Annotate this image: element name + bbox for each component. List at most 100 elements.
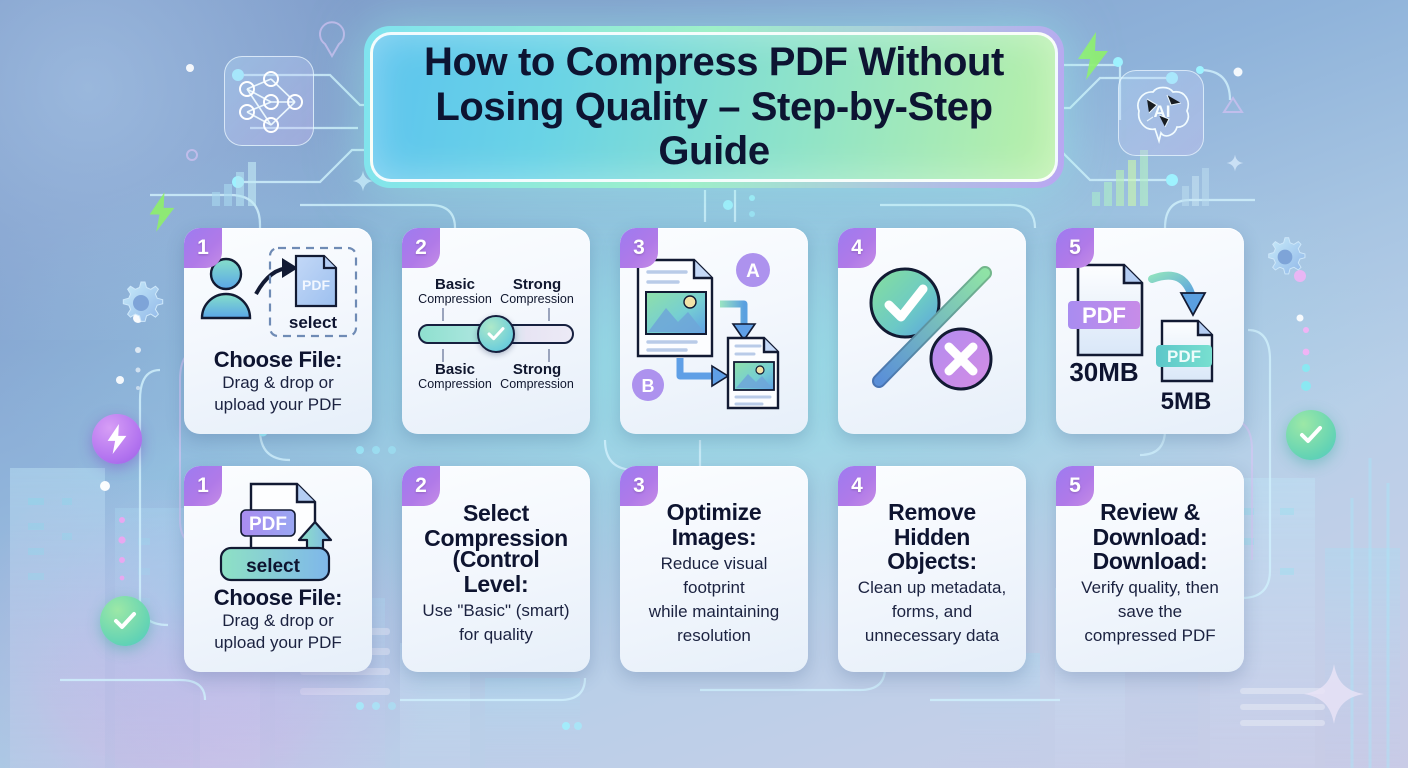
step-number-badge: 2 (402, 466, 440, 506)
step-card-bottom-2[interactable]: 2 Select Compression (Control Level: Use… (402, 466, 590, 672)
size-after-label: 5MB (1161, 388, 1212, 415)
slider-sublabel-strong-bottom: Compression (500, 376, 574, 391)
card-subtitle-line-2: upload your PDF (214, 633, 342, 653)
step-number-badge: 1 (184, 228, 222, 268)
pdf-file-label: PDF (302, 277, 330, 293)
step-card-top-2[interactable]: 2 Basic Compression Strong Compression (402, 228, 590, 434)
page-title-line-1: How to Compress PDF Without (424, 39, 1004, 84)
slider-label-basic-top: Basic (434, 276, 476, 294)
step-number-badge: 1 (184, 466, 222, 506)
card-subtitle-line-3: compressed PDF (1084, 626, 1216, 646)
step-number-badge: 4 (838, 466, 876, 506)
step-card-top-3[interactable]: 3 (620, 228, 808, 434)
card-title-line-2: Download: (1092, 523, 1208, 550)
card-subtitle-line-1: Reduce visual (660, 553, 768, 573)
step-card-top-5[interactable]: 5 (1056, 228, 1244, 434)
quality-vs-loss-illustration (857, 255, 1007, 410)
lightning-bolt-badge-left (92, 414, 142, 464)
card-title-line-1: Optimize (666, 499, 762, 526)
card-title-line-3: Objects: (887, 548, 977, 575)
pdf-size-reduction-illustration: PDF 30MB PDF 5MB (1062, 245, 1238, 420)
sparkle-icon-top-left (352, 170, 374, 192)
compression-slider-widget[interactable]: Basic Compression Strong Compression (410, 273, 582, 390)
pdf-label-small: PDF (1167, 347, 1201, 366)
slider-tick (442, 308, 444, 321)
lightning-bolt-icon-left (149, 192, 175, 232)
step-card-bottom-4[interactable]: 4 Remove Hidden Objects: Clean up metada… (838, 466, 1026, 672)
step-number-badge: 2 (402, 228, 440, 268)
check-badge-left (100, 596, 150, 646)
gear-icon-left (122, 281, 164, 322)
steps-row-bottom: 1 PDF (184, 466, 1244, 672)
slider-top-labels: Basic Compression Strong Compression (416, 277, 576, 306)
card-subtitle-line-3: unnecessary data (864, 626, 1000, 646)
upload-select-illustration: PDF select (192, 482, 364, 586)
size-before-label: 30MB (1069, 357, 1138, 387)
card-subtitle-line-1: Drag & drop or (222, 611, 334, 631)
choose-file-illustration: PDF select (192, 244, 364, 348)
slider-label-basic-bottom: Basic (434, 361, 476, 378)
card-subtitle-line-1: Clean up metadata, (857, 578, 1007, 598)
select-label: select (289, 313, 338, 332)
slider-label-strong-bottom: Strong (512, 361, 562, 378)
select-label: select (246, 556, 301, 577)
badge-a-label: A (746, 261, 760, 282)
card-title-line-4: Level: (463, 570, 529, 597)
page-title: How to Compress PDF Without Losing Quali… (373, 40, 1055, 174)
slider-sublabel-strong-top: Compression (500, 291, 574, 306)
card-subtitle-line-2: upload your PDF (214, 395, 342, 415)
card-title-line-3: (Control (452, 545, 540, 572)
neural-network-icon (224, 56, 314, 146)
card-subtitle-line-1: Use "Basic" (smart) (422, 600, 570, 620)
step-number-badge: 5 (1056, 466, 1094, 506)
slider-tick (442, 349, 444, 362)
card-title-line-3: Download: (1092, 548, 1208, 575)
card-subtitle-line-1: Drag & drop or (222, 373, 334, 393)
check-badge-right (1286, 410, 1336, 460)
card-subtitle-line-2: forms, and (891, 602, 973, 622)
slider-sublabel-basic-top: Compression (418, 291, 492, 306)
step-card-top-1[interactable]: 1 (184, 228, 372, 434)
card-title: Choose File: (213, 347, 343, 372)
page-title-line-2: Losing Quality – Step-by-Step Guide (435, 84, 993, 174)
slider-knob[interactable] (477, 315, 515, 353)
ai-brain-icon: AI (1118, 70, 1204, 156)
step-card-bottom-3[interactable]: 3 Optimize Images: Reduce visual footpri… (620, 466, 808, 672)
card-title-line-1: Remove (888, 498, 976, 525)
badge-b-label: B (642, 376, 655, 396)
title-banner: How to Compress PDF Without Losing Quali… (364, 26, 1064, 188)
step-card-bottom-5[interactable]: 5 Review & Download: Download: Verify qu… (1056, 466, 1244, 672)
card-title-line-2: Images: (671, 523, 757, 550)
slider-tick (548, 308, 550, 321)
svg-text:AI: AI (1154, 102, 1171, 121)
slider-track[interactable] (418, 315, 574, 353)
step-card-bottom-1[interactable]: 1 PDF (184, 466, 372, 672)
slider-ticks-top (416, 306, 576, 321)
sparkle-icon-top-right (1226, 154, 1244, 172)
pdf-label: PDF (249, 514, 287, 535)
card-title-line-2: Compression (424, 525, 568, 552)
card-subtitle-line-1: Verify quality, then (1081, 578, 1219, 598)
card-title: Choose File: (213, 585, 343, 610)
gear-icon-right (1268, 237, 1306, 275)
card-subtitle-line-2: footprint (683, 577, 745, 597)
card-subtitle-line-3: while maintaining (648, 601, 780, 621)
step-card-top-4[interactable]: 4 (838, 228, 1026, 434)
lightning-bolt-icon-top-right (1078, 32, 1108, 80)
slider-ticks-bottom (416, 347, 576, 362)
slider-bottom-labels: Basic Compression Strong Compression (416, 362, 576, 391)
card-title-line-1: Select (463, 500, 529, 527)
card-subtitle-line-2: save the (1117, 602, 1183, 622)
step-number-badge: 3 (620, 466, 658, 506)
card-subtitle-line-2: for quality (459, 624, 533, 644)
card-subtitle-line-4: resolution (677, 625, 751, 645)
sparkle-icon-right-bottom (1304, 664, 1364, 724)
card-title-line-1: Review & (1100, 498, 1200, 525)
slider-label-strong-top: Strong (512, 276, 562, 294)
step-number-badge: 3 (620, 228, 658, 268)
card-title-line-2: Hidden (893, 523, 971, 550)
pdf-label-large: PDF (1082, 303, 1126, 328)
steps-row-top: 1 (184, 228, 1244, 434)
step-number-badge: 5 (1056, 228, 1094, 268)
